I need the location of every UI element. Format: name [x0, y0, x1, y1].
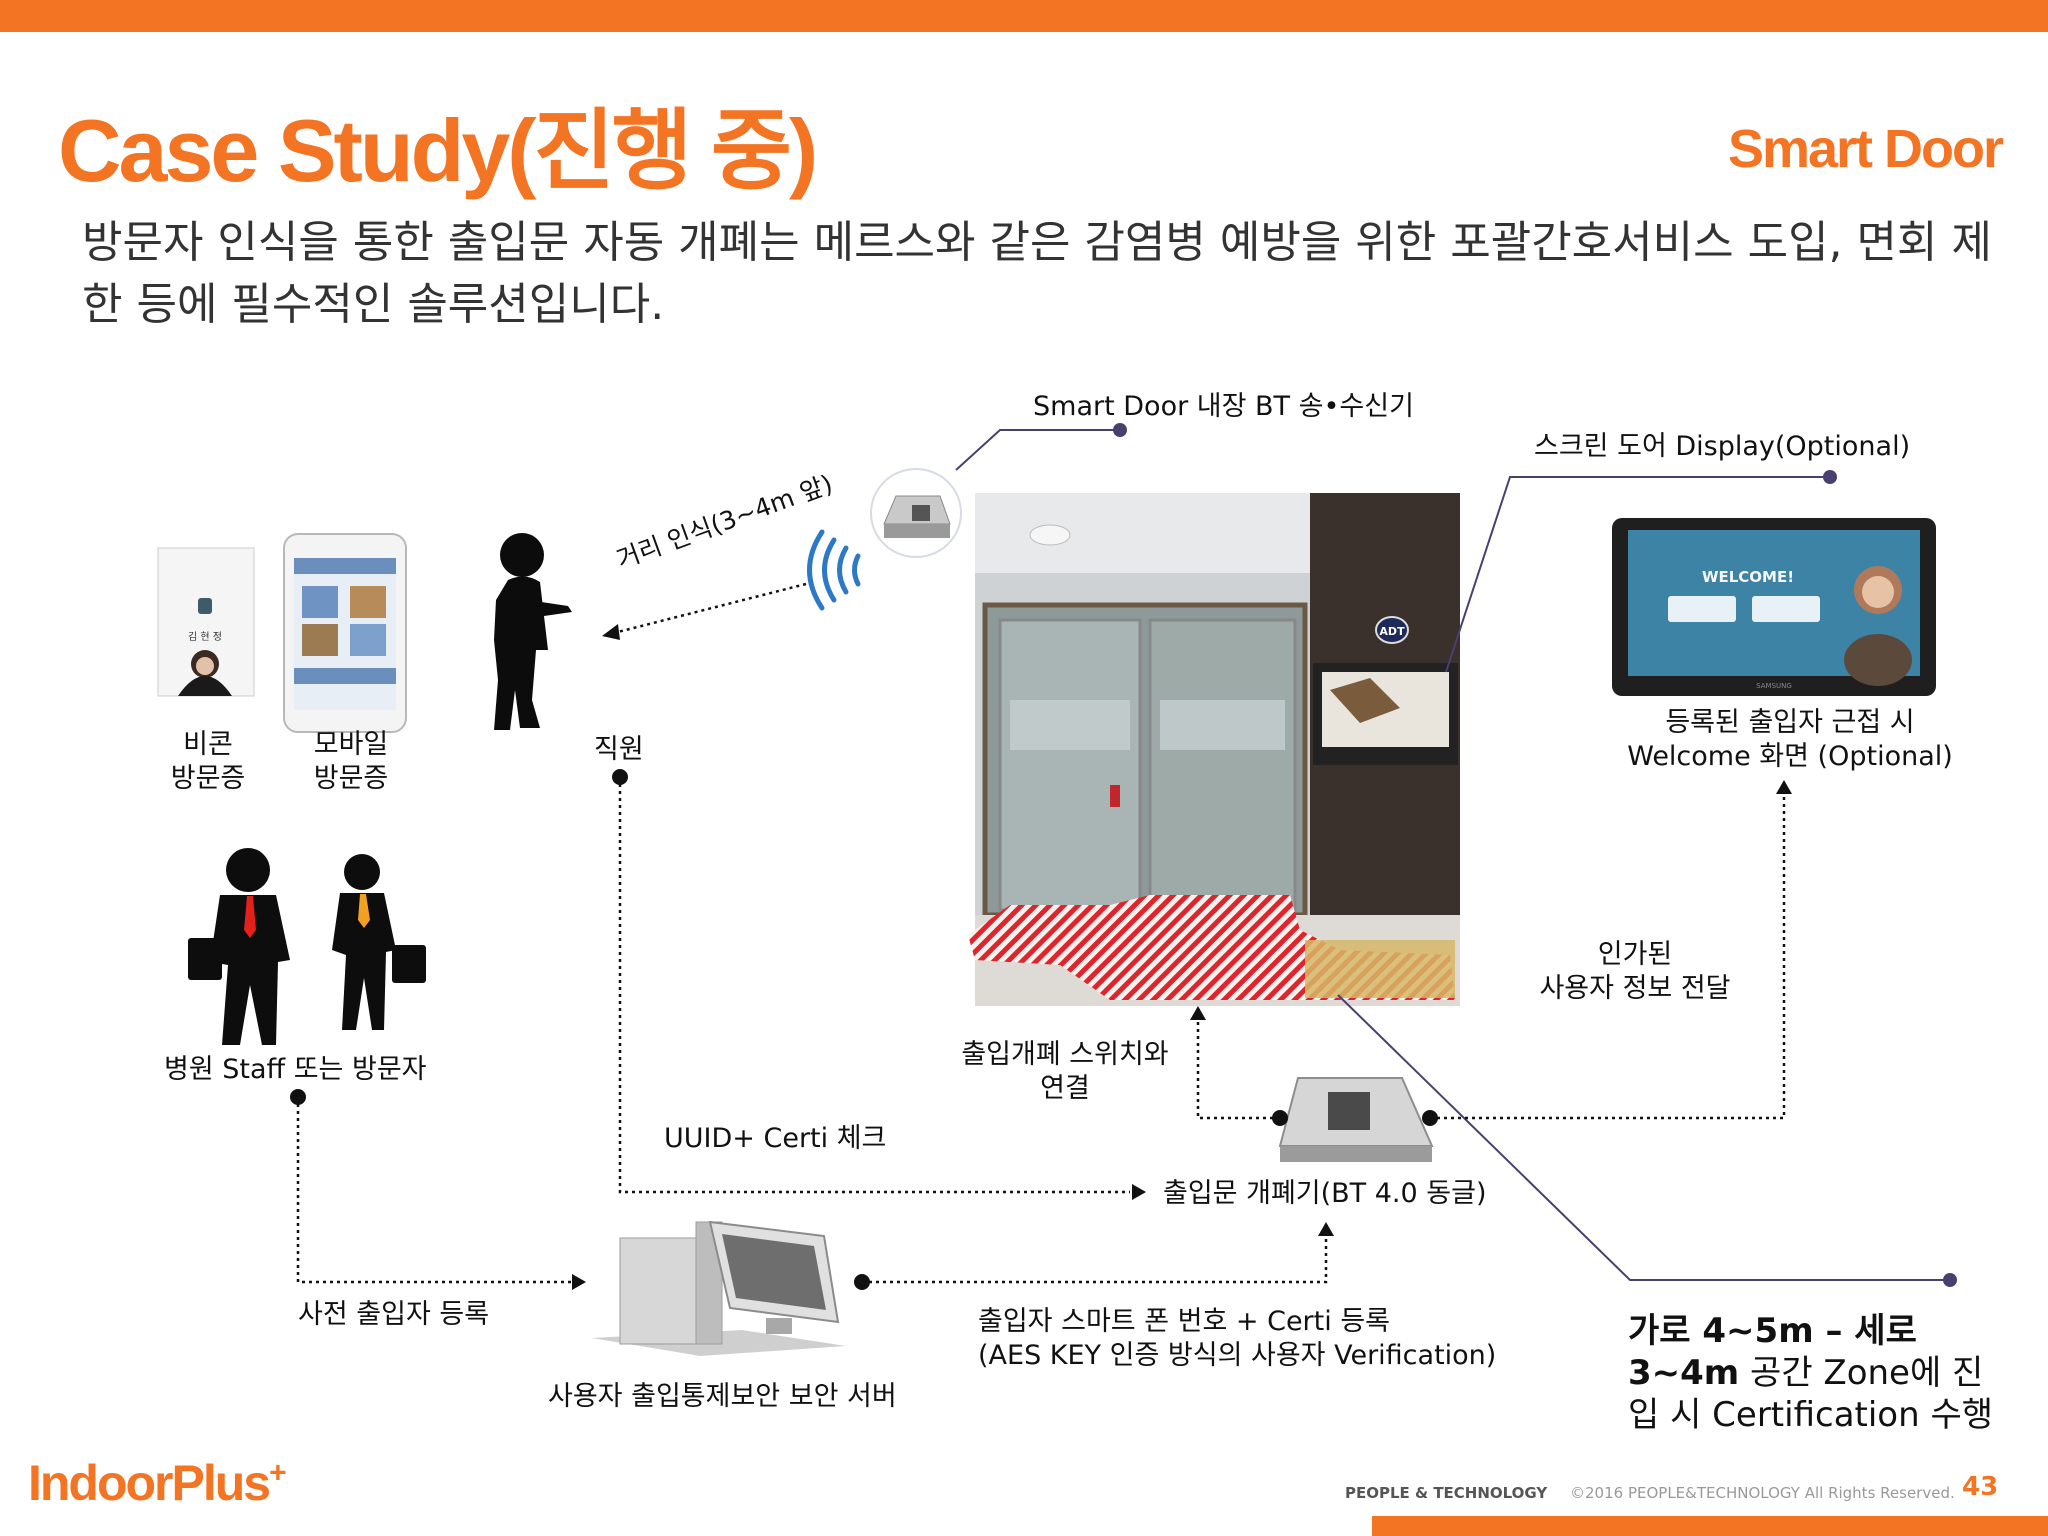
- authorized-info-label-line1: 인가된: [1597, 939, 1673, 970]
- footer-copyright: ©2016 PEOPLE&TECHNOLOGY All Rights Reser…: [1570, 1484, 1955, 1502]
- mobile-pass-label: 모바일 방문증: [296, 728, 406, 796]
- top-accent-bar: [0, 0, 2048, 32]
- mobile-pass-label-line2: 방문증: [313, 763, 389, 794]
- staff-label: 직원: [594, 734, 644, 765]
- switch-label-line1: 출입개폐 스위치와: [961, 1039, 1169, 1070]
- badge-name: 김 현 정: [188, 631, 222, 643]
- screen-display-label: 스크린 도어 Display(Optional): [1534, 431, 1911, 462]
- flow-dots: [290, 769, 1438, 1290]
- welcome-label-line2: Welcome 화면 (Optional): [1627, 741, 1953, 772]
- phone-register-label-line1: 출입자 스마트 폰 번호 + Certi 등록: [978, 1306, 1391, 1337]
- switch-label: 출입개폐 스위치와 연결: [940, 1038, 1190, 1106]
- server-label: 사용자 출입통제보안 보안 서버: [548, 1381, 897, 1412]
- staff-person-icon: [494, 533, 572, 730]
- flow-lines: [296, 582, 1786, 1284]
- bottom-accent-bar: [1372, 1516, 2048, 1536]
- visitor-label: 병원 Staff 또는 방문자: [164, 1054, 427, 1085]
- bt-transceiver-label: Smart Door 내장 BT 송•수신기: [1033, 391, 1414, 422]
- glass-door-left: [998, 618, 1142, 912]
- door-photo: ADT: [968, 493, 1460, 1006]
- description-text: 방문자 인식을 통한 출입문 자동 개폐는 메르스와 같은 감염병 예방을 위한…: [82, 217, 1992, 330]
- indoorplus-logo: IndoorPlus+: [28, 1454, 287, 1512]
- preregister-label: 사전 출입자 등록: [298, 1299, 490, 1330]
- welcome-tablet: WELCOME! SAMSUNG: [1612, 518, 1936, 696]
- authorized-info-label-line2: 사용자 정보 전달: [1539, 973, 1731, 1004]
- zone-note-line3: 입 시 Certification 수행: [1628, 1395, 1994, 1435]
- tablet-welcome-text: WELCOME!: [1702, 568, 1794, 586]
- server-computer-icon: [592, 1220, 846, 1356]
- zone-note: 가로 4~5m – 세로 3~4m 공간 Zone에 진 입 시 Certifi…: [1628, 1310, 1993, 1436]
- bt-transceiver-device: [870, 468, 962, 558]
- page-number: 43: [1962, 1472, 1999, 1502]
- logo-text: IndoorPlus: [28, 1455, 271, 1511]
- welcome-label-line1: 등록된 출입자 근접 시: [1665, 707, 1915, 738]
- authorized-info-label: 인가된 사용자 정보 전달: [1500, 938, 1770, 1006]
- page-title: Case Study(진행 중): [58, 101, 818, 200]
- glass-door-right: [1148, 618, 1297, 912]
- phone-register-label-line2: (AES KEY 인증 방식의 사용자 Verification): [978, 1340, 1497, 1371]
- zone-note-size: 3~4m: [1628, 1353, 1740, 1393]
- mobile-pass-image: [283, 533, 407, 733]
- fire-extinguisher: [1110, 785, 1120, 807]
- beacon-pass-label-line1: 비콘: [183, 729, 233, 760]
- dongle-label: 출입문 개폐기(BT 4.0 동글): [1163, 1178, 1487, 1209]
- zone-note-line1: 가로 4~5m – 세로: [1628, 1311, 1917, 1351]
- beacon-pass-label: 비콘 방문증: [160, 728, 256, 796]
- page-subtitle: Smart Door: [1727, 119, 2004, 179]
- tablet-brand: SAMSUNG: [1756, 682, 1792, 690]
- flow-arrowheads: [572, 624, 1792, 1290]
- connector-lines: [955, 429, 1950, 1281]
- visitor-silhouettes-icon: [188, 848, 426, 1045]
- beacon-pass-label-line2: 방문증: [170, 763, 246, 794]
- switch-label-line2: 연결: [1040, 1073, 1090, 1104]
- beacon-badge-image: 김 현 정: [157, 547, 255, 697]
- zone-note-line2: 공간 Zone에 진: [1739, 1353, 1984, 1393]
- logo-plus: +: [269, 1456, 286, 1490]
- wireless-signal-icon: [807, 529, 861, 611]
- adt-sign: [1375, 616, 1409, 644]
- connector-dots: [1113, 423, 1957, 1287]
- tactile-paving: [1305, 940, 1455, 998]
- adt-sign-text: ADT: [1379, 625, 1405, 638]
- welcome-label: 등록된 출입자 근접 시 Welcome 화면 (Optional): [1590, 706, 1990, 774]
- footer-company: PEOPLE & TECHNOLOGY: [1345, 1484, 1548, 1502]
- mobile-pass-label-line1: 모바일: [313, 729, 389, 760]
- dongle-device: [1278, 1077, 1434, 1162]
- uuid-check-label: UUID+ Certi 체크: [664, 1123, 887, 1154]
- phone-register-label: 출입자 스마트 폰 번호 + Certi 등록 (AES KEY 인증 방식의 …: [978, 1305, 1496, 1373]
